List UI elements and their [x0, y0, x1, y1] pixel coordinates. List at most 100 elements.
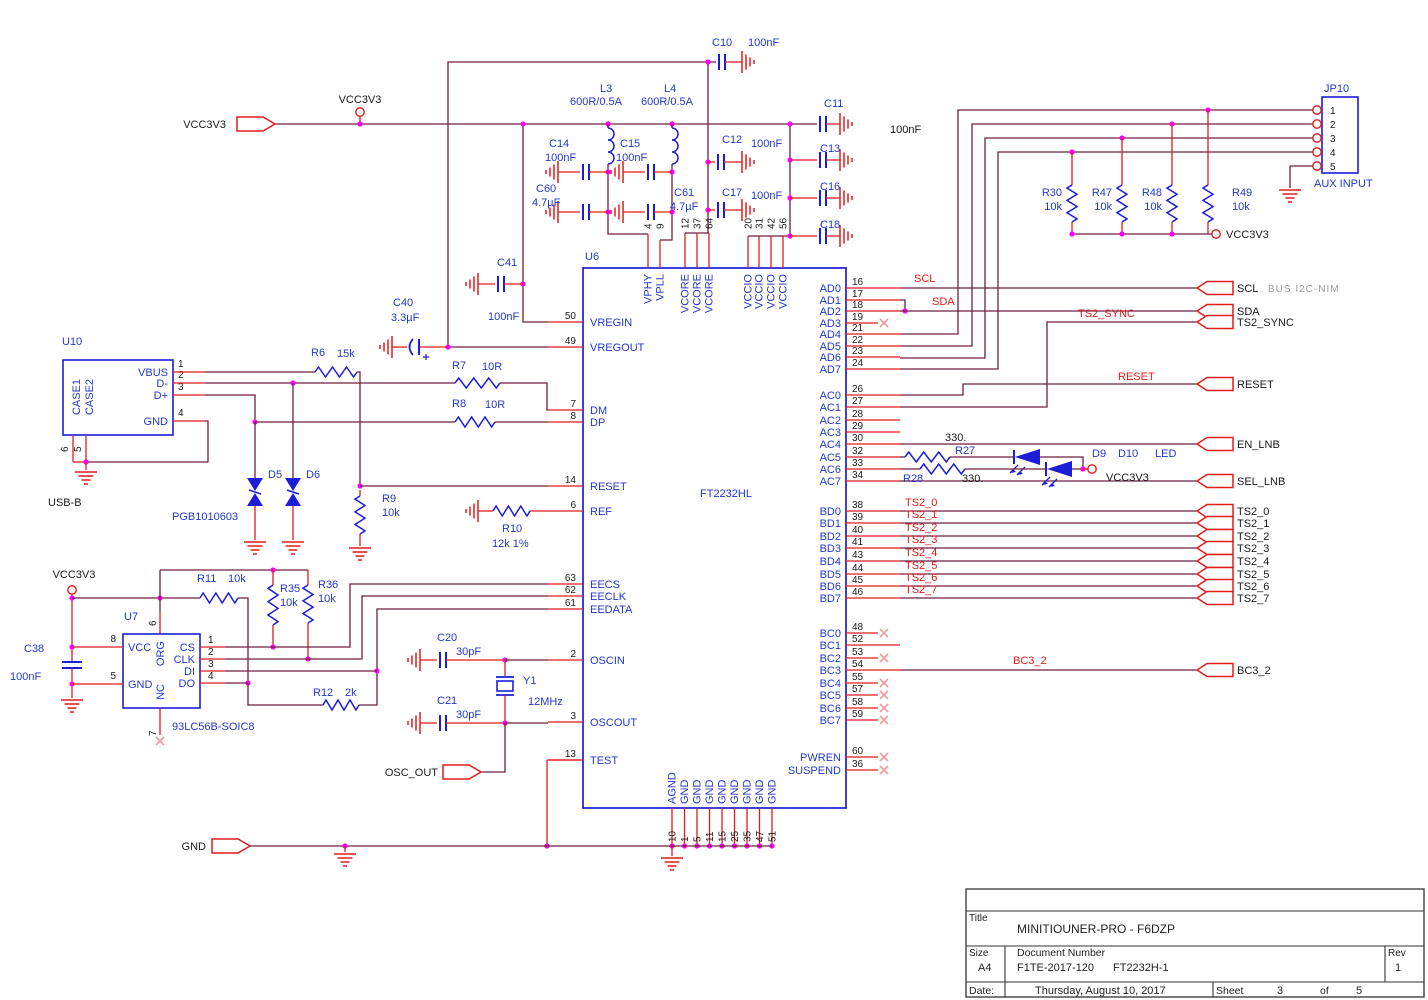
- pin-number: 32: [852, 446, 864, 457]
- capacitor: [647, 204, 655, 220]
- pin-name: VCC: [128, 642, 151, 654]
- power-pin-circle: [1312, 133, 1322, 143]
- pin-number: 8: [570, 411, 576, 422]
- date: Thursday, August 10, 2017: [1035, 985, 1166, 997]
- junction-dot: [1169, 231, 1175, 237]
- resistor: [314, 365, 358, 379]
- pin-number: 9: [656, 223, 667, 229]
- terminal-flag: [236, 116, 277, 132]
- pin-number: 44: [852, 563, 864, 574]
- terminal-label: TS2_3: [1237, 543, 1269, 555]
- pin-name: GND: [704, 780, 716, 805]
- no-connect-x: [879, 765, 889, 775]
- pin-name: AD0: [820, 283, 841, 295]
- terminal-flag: [211, 838, 252, 854]
- pin-number: 1: [178, 359, 184, 370]
- pin-name: AD3: [820, 318, 841, 330]
- terminal-label: TS2_SYNC: [1237, 317, 1294, 329]
- capacitor: [62, 661, 82, 669]
- eecs-net: [225, 583, 548, 648]
- pin-name: RESET: [590, 481, 627, 493]
- pin-number: 21: [852, 323, 864, 334]
- bus-note: BUS I2C-NIM: [1268, 284, 1340, 295]
- text-label: 10R: [482, 361, 502, 373]
- pin-number: 29: [852, 421, 864, 432]
- ground-symbol: [610, 161, 624, 183]
- text-label: R12: [313, 687, 333, 699]
- ground-symbol: [349, 547, 371, 561]
- case-label: CASE2: [84, 379, 96, 415]
- text-label: 1: [1395, 962, 1401, 974]
- tvs-diode: [285, 478, 301, 491]
- text-label: LED: [1155, 448, 1176, 460]
- ground-symbol: [661, 857, 683, 871]
- pin-name: VCORE: [704, 274, 716, 313]
- text-label: C17: [722, 187, 742, 199]
- pin-number: 34: [852, 470, 864, 481]
- vcc-label: VCC3V3: [339, 94, 382, 106]
- pin-name: BD1: [820, 518, 841, 530]
- pin-name: ORG: [155, 641, 167, 666]
- terminal-flag: [1195, 566, 1234, 582]
- text-label: 600R/0.5A: [641, 96, 694, 108]
- junction-dot: [787, 121, 793, 127]
- terminal-label: TS2_6: [1237, 581, 1269, 593]
- terminal-flag: [1195, 376, 1234, 392]
- terminal-flag: [442, 764, 483, 780]
- ground-symbol: [545, 161, 559, 183]
- pin-number: 61: [565, 598, 577, 609]
- pin-name: VCORE: [680, 274, 692, 313]
- capacitor: [582, 204, 590, 220]
- terminal-flag: [1195, 540, 1234, 556]
- net-label: TS2_1: [905, 509, 937, 521]
- net-label: TS2_3: [905, 534, 937, 546]
- pin-number: 14: [565, 475, 577, 486]
- text-label: C60: [536, 183, 556, 195]
- pin-name: GND: [754, 780, 766, 805]
- capacitor: [439, 715, 447, 731]
- pin-name: BC7: [820, 715, 841, 727]
- text-label: D10: [1118, 448, 1138, 460]
- text-label: R36: [318, 579, 338, 591]
- pin-name: DM: [590, 405, 607, 417]
- pin-name: VCCIO: [743, 274, 755, 309]
- text-label: R35: [280, 583, 300, 595]
- pin-number: 58: [852, 697, 864, 708]
- u10-ref: U10: [62, 336, 82, 348]
- text-label: JP10: [1324, 83, 1349, 95]
- eeclk-net: [225, 595, 548, 660]
- ground-symbol: [839, 225, 853, 247]
- vregout-net: [447, 61, 716, 348]
- pin-number: 10: [668, 830, 679, 842]
- resistor: [353, 495, 367, 535]
- pin-number: 6: [60, 446, 71, 452]
- resistor: [904, 450, 951, 464]
- resistor: [454, 415, 496, 429]
- pin-name: VPLL: [655, 274, 667, 301]
- document-number: F1TE-2017-120: [1017, 962, 1094, 974]
- text-label: 12k 1%: [492, 538, 529, 550]
- ground-symbol: [1279, 189, 1301, 203]
- terminal-label: TS2_1: [1237, 518, 1269, 530]
- terminal-label: TS2_7: [1237, 593, 1269, 605]
- junction-dot: [1119, 231, 1125, 237]
- text-label: C12: [722, 134, 742, 146]
- pin-number: 55: [852, 672, 864, 683]
- pin-name: GND: [679, 780, 691, 805]
- capacitor: [497, 276, 505, 292]
- text-label: R6: [311, 347, 325, 359]
- terminal-flag: [1195, 515, 1234, 531]
- no-connect-x: [879, 752, 889, 762]
- text-label: 4.7µF: [670, 201, 699, 213]
- ground-symbol: [244, 541, 266, 555]
- eedata-net: [359, 608, 548, 706]
- pin-name: BC4: [820, 678, 841, 690]
- terminal-flag: [1195, 662, 1234, 678]
- text-label: R48: [1142, 187, 1162, 199]
- text-label: D6: [306, 469, 320, 481]
- text-label: Sheet: [1216, 985, 1244, 997]
- ground-symbol: [839, 187, 853, 209]
- ground-symbol: [407, 649, 421, 671]
- text-label: 100nF: [616, 152, 647, 164]
- text-label: R7: [452, 360, 466, 372]
